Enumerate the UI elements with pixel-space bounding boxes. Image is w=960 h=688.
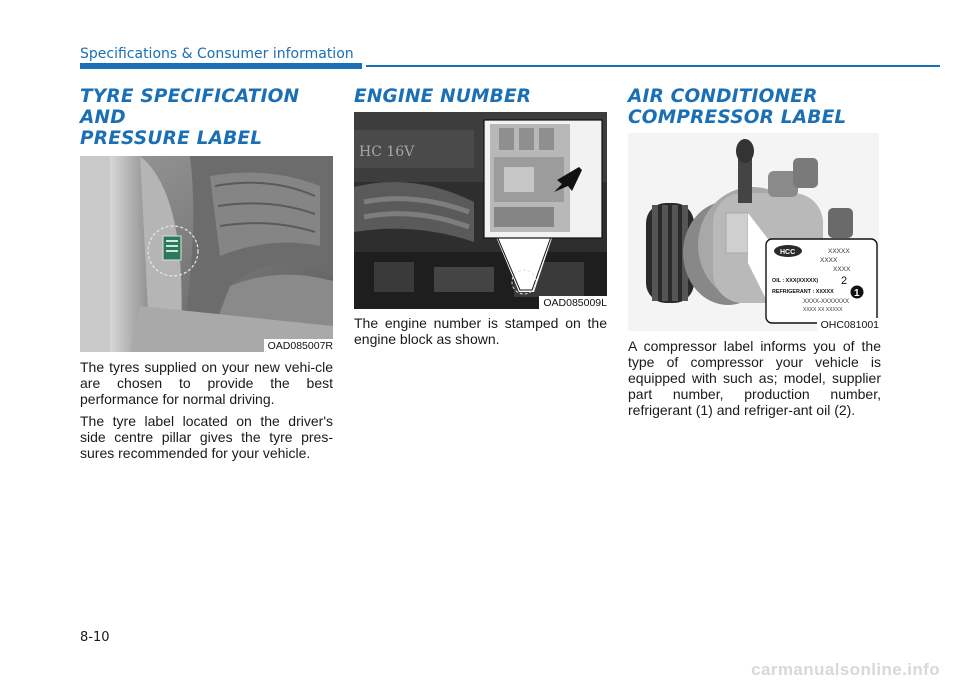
header-rule [366, 65, 940, 67]
section-heading: AIR CONDITIONER COMPRESSOR LABEL [628, 86, 881, 128]
label-refrigerant: REFRIGERANT : XXXXX [772, 289, 834, 295]
label-line: XXXX XX XXXXX [803, 307, 843, 313]
label-line: XXXX [833, 266, 851, 273]
figure-code: OHC081001 [816, 318, 879, 331]
engine-figure: HC 16V OAD085009L [354, 112, 607, 309]
heading-line: PRESSURE LABEL [80, 128, 263, 149]
body-text: The engine number is stamped on the engi… [354, 315, 607, 347]
heading-line: TYRE SPECIFICATION AND [80, 86, 300, 128]
door-pillar-illustration [80, 156, 333, 352]
compressor-label-section: AIR CONDITIONER COMPRESSOR LABEL HCC XXX… [628, 86, 881, 424]
section-title: Specifications & Consumer information [80, 46, 354, 62]
body-text: A compressor label informs you of the ty… [628, 338, 881, 418]
watermark: carmanualsonline.info [751, 660, 940, 679]
label-oil: OIL : XXX(XXXXX) [772, 278, 818, 284]
heading-line: ENGINE NUMBER [354, 86, 532, 107]
header-accent-bar [80, 63, 362, 69]
figure-code: OAD085009L [539, 296, 607, 309]
heading-line: AIR CONDITIONER [628, 86, 818, 107]
label-line: XXXXX [828, 248, 850, 255]
paragraph: A compressor label informs you of the ty… [628, 338, 881, 418]
callout-2: 2 [841, 275, 847, 287]
figure-code: OAD085007R [263, 339, 333, 352]
tyre-label-figure: OAD085007R [80, 156, 333, 352]
compressor-figure: HCC XXXXX XXXX XXXX OIL : XXX(XXXXX) REF… [628, 133, 879, 331]
tyre-label-section: TYRE SPECIFICATION AND PRESSURE LABEL [80, 86, 333, 467]
label-line: XXXX-XXXXXXX [803, 299, 849, 305]
paragraph: The tyre label located on the driver's s… [80, 413, 333, 461]
callout-1-badge [850, 285, 864, 299]
label-brand: HCC [780, 249, 795, 256]
paragraph: The engine number is stamped on the engi… [354, 315, 607, 347]
engine-bay-illustration: HC 16V [354, 112, 607, 309]
callout-1: 1 [854, 288, 860, 299]
engine-number-section: ENGINE NUMBER HC 16V [354, 86, 607, 353]
label-line: XXXX [820, 257, 838, 264]
heading-line: COMPRESSOR LABEL [628, 107, 847, 128]
paragraph: The tyres supplied on your new vehi-cle … [80, 359, 333, 407]
compressor-illustration: HCC XXXXX XXXX XXXX OIL : XXX(XXXXX) REF… [628, 133, 879, 331]
section-heading: ENGINE NUMBER [354, 86, 607, 107]
body-text: The tyres supplied on your new vehi-cle … [80, 359, 333, 461]
page-number: 8-10 [80, 630, 110, 645]
engine-badge: HC 16V [359, 144, 415, 160]
section-heading: TYRE SPECIFICATION AND PRESSURE LABEL [80, 86, 333, 149]
